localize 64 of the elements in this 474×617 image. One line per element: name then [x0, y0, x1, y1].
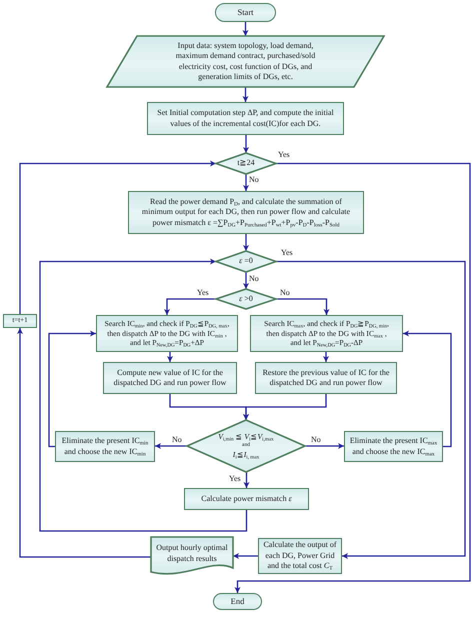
arrow [242, 87, 248, 102]
decision-diamond [216, 251, 276, 272]
arrow [276, 298, 330, 315]
arrow [243, 135, 249, 153]
terminal-label: Start [237, 6, 254, 18]
input-parallelogram [107, 36, 384, 87]
process-text: Calculate the output of each DG, Power Grid and the total cost C$_{T}$ [262, 540, 338, 572]
decision-text: ε =0 [239, 256, 253, 267]
arrow [48, 330, 96, 448]
process-box [96, 315, 238, 352]
arrow [17, 328, 151, 558]
arrow [39, 258, 248, 532]
edge-label: Yes [196, 288, 210, 297]
terminal-label: End [230, 596, 244, 608]
edge-label: No [310, 435, 322, 444]
document-shape [151, 537, 233, 577]
process-text: Eliminate the present IC$_{min}$ and choose the new IC$_{min}$ [60, 436, 150, 457]
edge-label: No [248, 274, 260, 283]
arrow [234, 162, 471, 593]
process-text: Read the power demand P$_{D}$, and calculate the summation of minimum output for each DG, then run power flow and calculate power mismatch ε =∑P$_{DG}$+P$_{Purchased}$+P$_{wt}$+P$_{pv}$-P$_{D}$-P$_{loss}$-P$_{Sold}$ [140, 196, 352, 228]
decision-diamond [216, 153, 276, 174]
input-text: Input data: system topology, load demand, maximum demand contract, purchased/sold electricity cost, cost function of DGs, and generation limits of DGs, etc. [174, 40, 316, 82]
arrow [19, 160, 216, 314]
edge-label: Yes [228, 474, 242, 483]
process-text: Compute new value of IC for the dispatched DG and run power flow [112, 368, 228, 388]
arrow [164, 298, 216, 315]
process-text: Set Initial computation step ΔP, and compute the initial values of the incremental cost(IC)for each DG. [156, 108, 335, 129]
arrow [244, 472, 250, 488]
decision-diamond [216, 289, 276, 309]
edge-label: Yes [277, 150, 291, 159]
edge-label: Yes [280, 248, 294, 257]
decision-text: ε >0 [239, 294, 253, 304]
arrow [233, 553, 258, 559]
process-box [184, 488, 309, 510]
process-box [128, 191, 364, 234]
process-box [3, 314, 37, 328]
arrow [243, 174, 249, 191]
decision-diamond [187, 420, 305, 472]
edge-label: No [171, 435, 183, 444]
arrow [323, 352, 329, 362]
arrow [243, 272, 249, 289]
arrow [243, 394, 327, 420]
process-box [250, 315, 403, 352]
process-text: Calculate power mismatch ε [201, 494, 292, 504]
process-box [55, 431, 155, 462]
process-box [255, 362, 397, 394]
edge-label: No [279, 288, 291, 297]
terminal-shape [215, 3, 276, 22]
arrow [155, 443, 187, 449]
edge-label: No [248, 175, 260, 184]
process-box [147, 102, 344, 135]
process-box [344, 431, 443, 462]
arrow [305, 443, 344, 449]
arrow [276, 260, 466, 559]
arrow [242, 22, 248, 36]
decision-text: t≧24 [237, 158, 255, 169]
arrow [167, 352, 173, 362]
document-text: Output hourly optimal dispatch results [155, 543, 229, 564]
arrow [403, 330, 452, 448]
process-box [103, 362, 237, 394]
arrow [243, 234, 249, 251]
terminal-shape [213, 593, 262, 610]
process-text: Restore the previous value of IC for the dispatched DG and run power flow [262, 368, 390, 388]
process-text: Eliminate the present IC$_{max}$ and choose the new IC$_{max}$ [348, 436, 438, 457]
